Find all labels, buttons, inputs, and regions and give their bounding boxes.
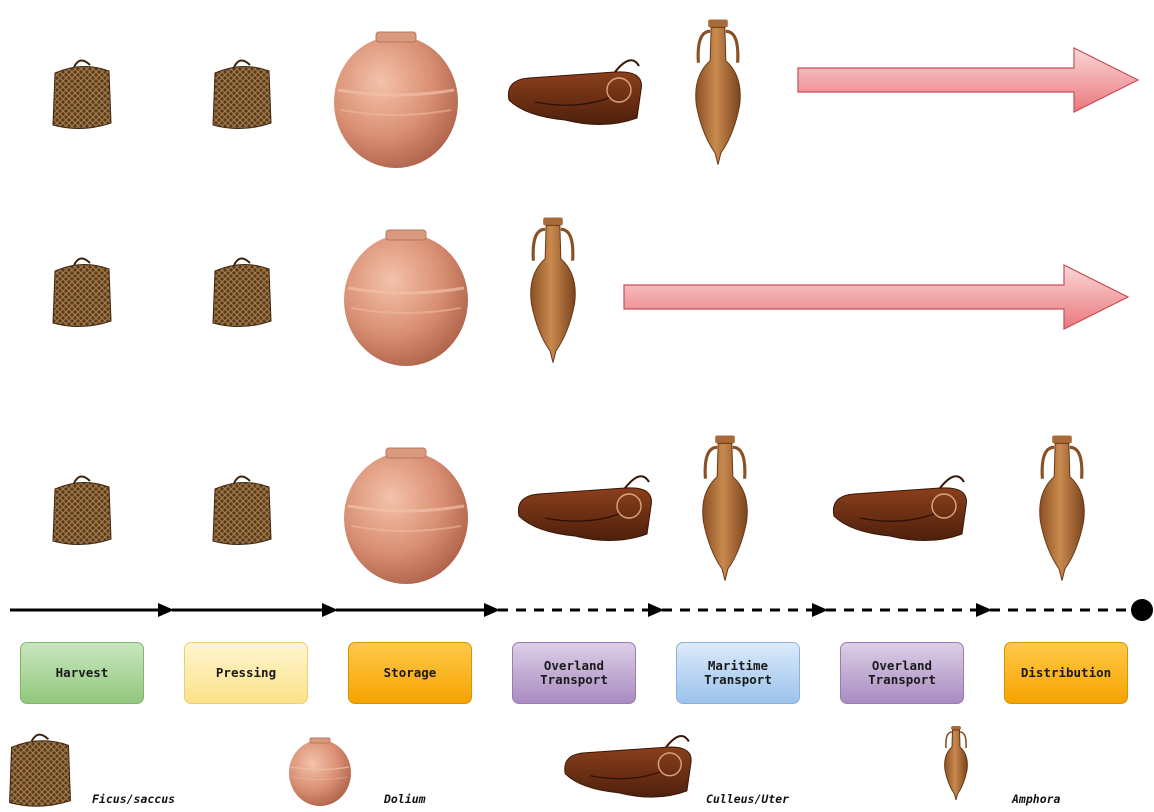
flow-arrow-row-1: [798, 48, 1138, 112]
timeline: [10, 599, 1153, 621]
timeline-arrowhead-4: [648, 603, 664, 617]
stage-box-7: Distribution: [1004, 642, 1128, 704]
stage-box-2: Pressing: [184, 642, 308, 704]
culleus-uter-icon: [508, 60, 641, 124]
stage-box-5: Maritime Transport: [676, 642, 800, 704]
timeline-arrowhead-5: [812, 603, 828, 617]
stage-box-1: Harvest: [20, 642, 144, 704]
row-2: [53, 218, 575, 366]
stage-label: Maritime Transport: [704, 659, 772, 687]
amphora-icon: [696, 20, 741, 165]
legend-amphora-icon: [945, 726, 968, 800]
dolium-icon: [334, 32, 458, 168]
stage-box-4: Overland Transport: [512, 642, 636, 704]
stage-box-3: Storage: [348, 642, 472, 704]
stage-label: Overland Transport: [868, 659, 936, 687]
row-3: [53, 436, 1084, 584]
dolium-icon: [344, 230, 468, 366]
culleus-uter-icon: [518, 476, 651, 540]
legend-label-ficus-saccus: Ficus/saccus: [92, 792, 175, 806]
ficus-saccus-icon: [53, 258, 111, 326]
legend-label-culleus-uter: Culleus/Uter: [706, 792, 789, 806]
stage-label: Storage: [384, 666, 437, 680]
stage-box-6: Overland Transport: [840, 642, 964, 704]
amphora-icon: [531, 218, 576, 363]
stage-label: Overland Transport: [540, 659, 608, 687]
ficus-saccus-icon: [53, 60, 111, 128]
ficus-saccus-icon: [213, 60, 271, 128]
stage-label: Harvest: [56, 666, 109, 680]
timeline-arrowhead-2: [322, 603, 338, 617]
timeline-arrowhead-1: [158, 603, 174, 617]
row-1: [53, 20, 740, 168]
timeline-arrowhead-3: [484, 603, 500, 617]
timeline-arrowhead-6: [976, 603, 992, 617]
legend-dolium-icon: [289, 738, 351, 806]
legend-label-dolium: Dolium: [384, 792, 426, 806]
legend-culleus-uter-icon: [565, 736, 691, 797]
stage-label: Distribution: [1021, 666, 1111, 680]
amphora-icon: [703, 436, 748, 581]
flow-arrow-row-2: [624, 265, 1128, 329]
dolium-icon: [344, 448, 468, 584]
legend-ficus-saccus-icon: [10, 735, 71, 807]
legend-label-amphora: Amphora: [1012, 792, 1060, 806]
ficus-saccus-icon: [213, 476, 271, 544]
culleus-uter-icon: [833, 476, 966, 540]
stage-label: Pressing: [216, 666, 276, 680]
ficus-saccus-icon: [53, 476, 111, 544]
amphora-icon: [1040, 436, 1085, 581]
ficus-saccus-icon: [213, 258, 271, 326]
timeline-end-dot: [1131, 599, 1153, 621]
